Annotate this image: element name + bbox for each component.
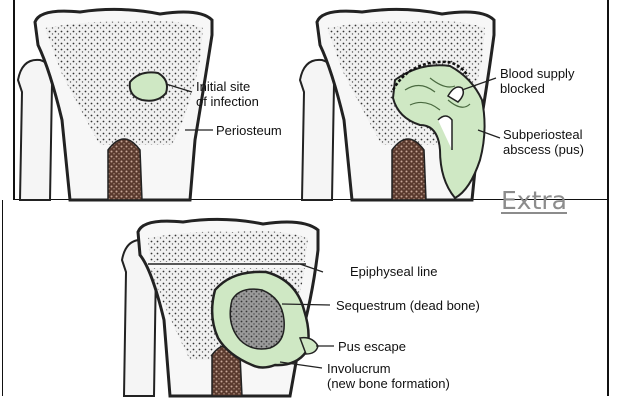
- fibula-bone-2: [300, 60, 335, 200]
- label-subperiosteal-abscess: Subperiosteal abscess (pus): [503, 127, 584, 157]
- extra-link[interactable]: Extra: [501, 186, 567, 215]
- label-abscess-line2: abscess (pus): [503, 142, 584, 157]
- fibula-bone: [18, 60, 53, 200]
- label-involucrum: Involucrum (new bone formation): [327, 361, 450, 391]
- label-blood-supply-line2: blocked: [500, 81, 574, 96]
- label-initial-site-line1: Initial site: [196, 79, 259, 94]
- panel-abscess: [300, 9, 500, 200]
- panel-initial-infection: [18, 9, 213, 200]
- label-involucrum-line2: (new bone formation): [327, 376, 450, 391]
- label-initial-site: Initial site of infection: [196, 79, 259, 109]
- label-blood-supply: Blood supply blocked: [500, 66, 574, 96]
- label-involucrum-line1: Involucrum: [327, 361, 450, 376]
- label-initial-site-line2: of infection: [196, 94, 259, 109]
- marrow-cavity: [108, 139, 142, 200]
- label-abscess-line1: Subperiosteal: [503, 127, 584, 142]
- marrow-cavity-2: [392, 139, 426, 200]
- label-sequestrum: Sequestrum (dead bone): [336, 298, 480, 313]
- infection-site: [130, 72, 167, 100]
- label-epiphyseal-line: Epiphyseal line: [350, 264, 437, 279]
- label-periosteum: Periosteum: [216, 123, 282, 138]
- cancellous-bone-3: [148, 231, 308, 262]
- label-blood-supply-line1: Blood supply: [500, 66, 574, 81]
- label-pus-escape: Pus escape: [338, 339, 406, 354]
- panel-sequestrum: [122, 219, 334, 396]
